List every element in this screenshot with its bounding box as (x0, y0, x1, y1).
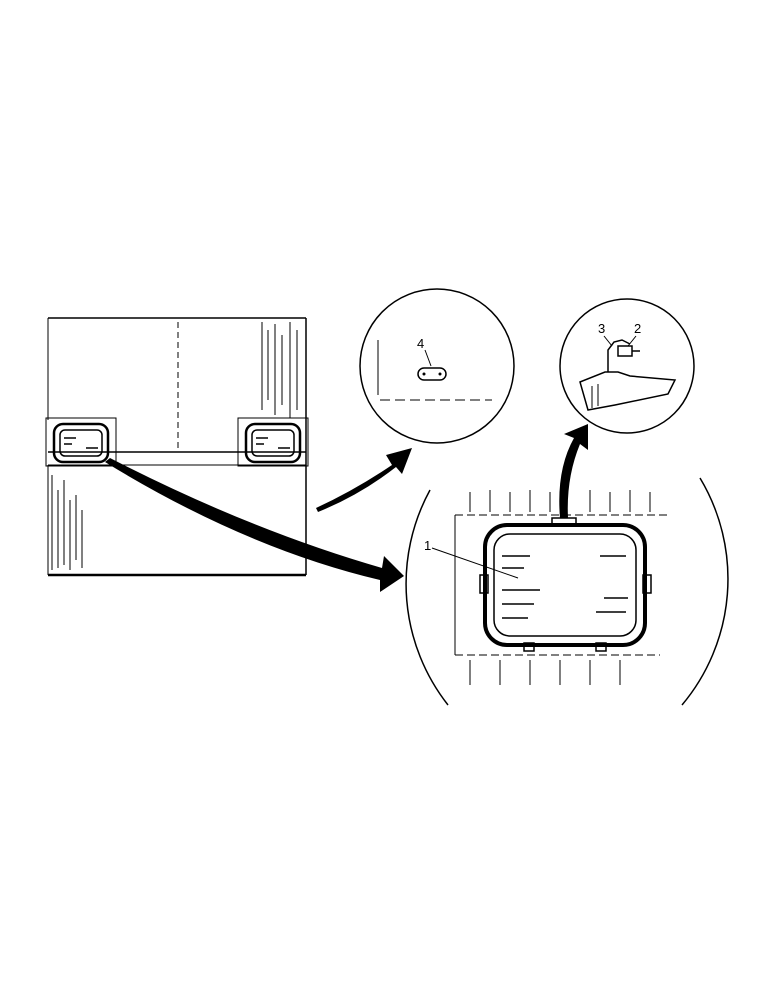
left-headlamp-small (52, 422, 110, 464)
adjuster-detail-circle (359, 288, 515, 444)
arrow-to-mount-detail (559, 424, 588, 518)
arrow-to-headlamp-detail (105, 458, 404, 592)
headlamp-detail-circle (405, 477, 729, 706)
callout-spring: 3 (598, 321, 605, 336)
arrow-to-adjuster-detail (316, 448, 412, 512)
callout-screw: 2 (634, 321, 641, 336)
right-headlamp-small (244, 422, 302, 464)
callout-lamp: 1 (424, 538, 431, 553)
vehicle-front-panel (45, 317, 309, 577)
callout-adjuster: 4 (417, 336, 424, 351)
mount-detail-circle (559, 298, 695, 434)
